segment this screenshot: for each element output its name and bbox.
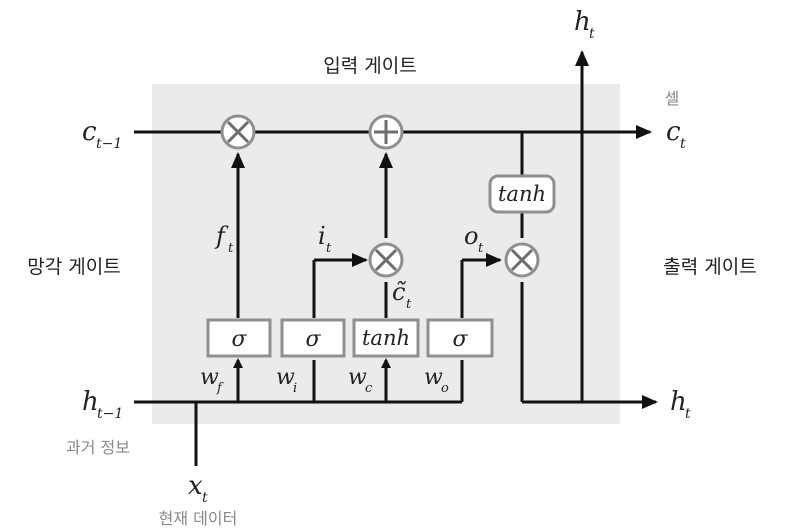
- input-gate-label: 입력 게이트: [323, 55, 416, 77]
- svg-text:c̃: c̃: [392, 278, 407, 306]
- svg-text:x: x: [188, 471, 203, 501]
- wc-symbol: w c: [348, 365, 373, 396]
- forget-gate-label: 망각 게이트: [27, 256, 120, 278]
- output-multiply-op: [504, 242, 540, 278]
- svg-text:h: h: [574, 7, 591, 37]
- svg-text:w: w: [348, 365, 367, 390]
- sigma-output-box: [426, 318, 494, 358]
- svg-text:i: i: [293, 381, 297, 396]
- sigma-forget-box: [206, 318, 272, 358]
- c-next-symbol: c t: [666, 117, 686, 152]
- i-symbol: i t: [318, 222, 332, 256]
- svg-text:t: t: [589, 26, 595, 42]
- cell-label: 셀: [665, 89, 680, 108]
- x-symbol: x t: [188, 471, 208, 506]
- sigma-input-label: σ: [305, 327, 321, 352]
- cell-add-op: [368, 114, 404, 150]
- output-gate-label: 출력 게이트: [663, 256, 756, 278]
- svg-text:h: h: [670, 387, 687, 417]
- svg-text:w: w: [276, 365, 295, 390]
- svg-text:t−1: t−1: [97, 406, 123, 422]
- current-data-label: 현재 데이터: [159, 509, 238, 528]
- svg-text:c: c: [82, 117, 97, 147]
- sigma-output-label: σ: [452, 327, 468, 352]
- svg-text:t: t: [680, 136, 686, 152]
- svg-text:w: w: [200, 365, 219, 390]
- svg-text:t−1: t−1: [96, 136, 122, 152]
- svg-text:t: t: [228, 241, 234, 256]
- tanh-candidate-label: tanh: [362, 326, 410, 350]
- h-top-symbol: h t: [574, 7, 595, 42]
- svg-text:t: t: [326, 241, 332, 256]
- svg-text:c: c: [365, 381, 373, 396]
- sigma-input-box: [280, 318, 346, 358]
- svg-text:w: w: [424, 365, 443, 390]
- svg-text:t: t: [406, 297, 412, 312]
- h-next-symbol: h t: [670, 387, 691, 422]
- tanh-candidate-box: [352, 318, 420, 358]
- wf-symbol: w f: [200, 365, 224, 396]
- o-symbol: o t: [464, 222, 484, 256]
- tanh-output-box: [488, 174, 556, 214]
- svg-text:i: i: [318, 222, 326, 250]
- svg-text:f: f: [216, 381, 224, 396]
- input-multiply-op: [368, 242, 404, 278]
- svg-text:c: c: [666, 117, 681, 147]
- tanh-output-label: tanh: [498, 182, 546, 206]
- svg-text:o: o: [441, 381, 449, 396]
- svg-text:t: t: [202, 490, 208, 506]
- h-prev-symbol: h t−1: [82, 387, 123, 422]
- c-prev-symbol: c t−1: [82, 117, 122, 152]
- c-tilde-symbol: c̃ t: [392, 278, 412, 312]
- wi-symbol: w i: [276, 365, 297, 396]
- svg-text:o: o: [464, 222, 478, 250]
- wo-symbol: w o: [424, 365, 449, 396]
- svg-text:t: t: [478, 241, 484, 256]
- svg-text:t: t: [685, 406, 691, 422]
- past-info-label: 과거 정보: [66, 438, 130, 457]
- svg-text:h: h: [82, 387, 99, 417]
- forget-multiply-op: [220, 114, 256, 150]
- sigma-forget-label: σ: [231, 327, 247, 352]
